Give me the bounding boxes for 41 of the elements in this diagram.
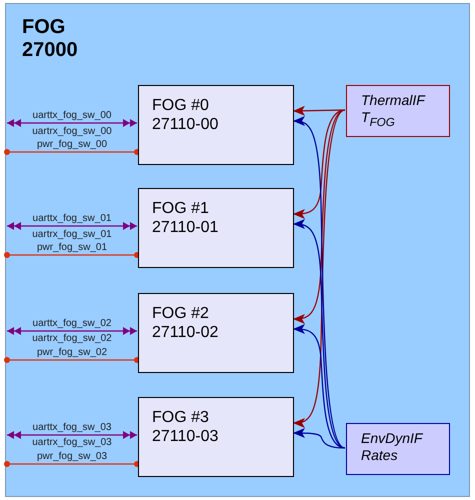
interface-name: EnvDynIF [361, 430, 424, 447]
system-panel [5, 3, 470, 497]
module-name: FOG #3 [152, 408, 210, 427]
connector-arrow [293, 219, 346, 449]
edge-label: uarttx_fog_sw_00 [32, 110, 112, 121]
edge-label: uarttx_fog_sw_03 [32, 422, 112, 433]
module-number: 27110-01 [152, 218, 220, 237]
connector-arrow [293, 109, 346, 219]
module-number: 27110-00 [152, 115, 220, 134]
module-number: 27110-03 [152, 427, 220, 446]
power-line [4, 357, 140, 363]
module-box [138, 85, 294, 165]
interface-box [346, 423, 450, 475]
module-box [138, 293, 294, 373]
power-line [4, 252, 140, 258]
edge-label: pwr_fog_sw_02 [36, 347, 108, 358]
signal-label: uartrx_fog_sw_03 [32, 437, 112, 448]
edge-label: pwr_fog_sw_03 [36, 451, 108, 462]
interface-name: ThermalIF [361, 92, 426, 109]
edge-label: pwr_fog_sw_00 [36, 139, 108, 150]
edge-label: pwr_fog_sw_01 [36, 242, 108, 253]
module-box [138, 397, 294, 477]
power-line [4, 461, 140, 467]
connector-arrow [293, 324, 346, 449]
interface-signal: T$_{FOG}$ [361, 109, 396, 131]
panel-title: FOG 27000 [22, 16, 79, 62]
module-number: 27110-02 [152, 323, 220, 342]
module-name: FOG #2 [152, 304, 210, 323]
module-box [138, 188, 294, 268]
connector-arrow [293, 428, 346, 449]
module-name: FOG #1 [152, 199, 210, 218]
interface-signal: Rates [361, 447, 399, 464]
power-line [4, 149, 140, 155]
connector-arrow [293, 109, 346, 324]
module-name: FOG #0 [152, 96, 210, 115]
signal-label: uartrx_fog_sw_00 [32, 126, 112, 137]
signal-label: uartrx_fog_sw_01 [32, 229, 112, 240]
edge-label: uarttx_fog_sw_02 [32, 318, 112, 329]
edge-label: uarttx_fog_sw_01 [32, 213, 112, 224]
signal-label: uartrx_fog_sw_02 [32, 333, 112, 344]
interface-box [346, 85, 450, 137]
